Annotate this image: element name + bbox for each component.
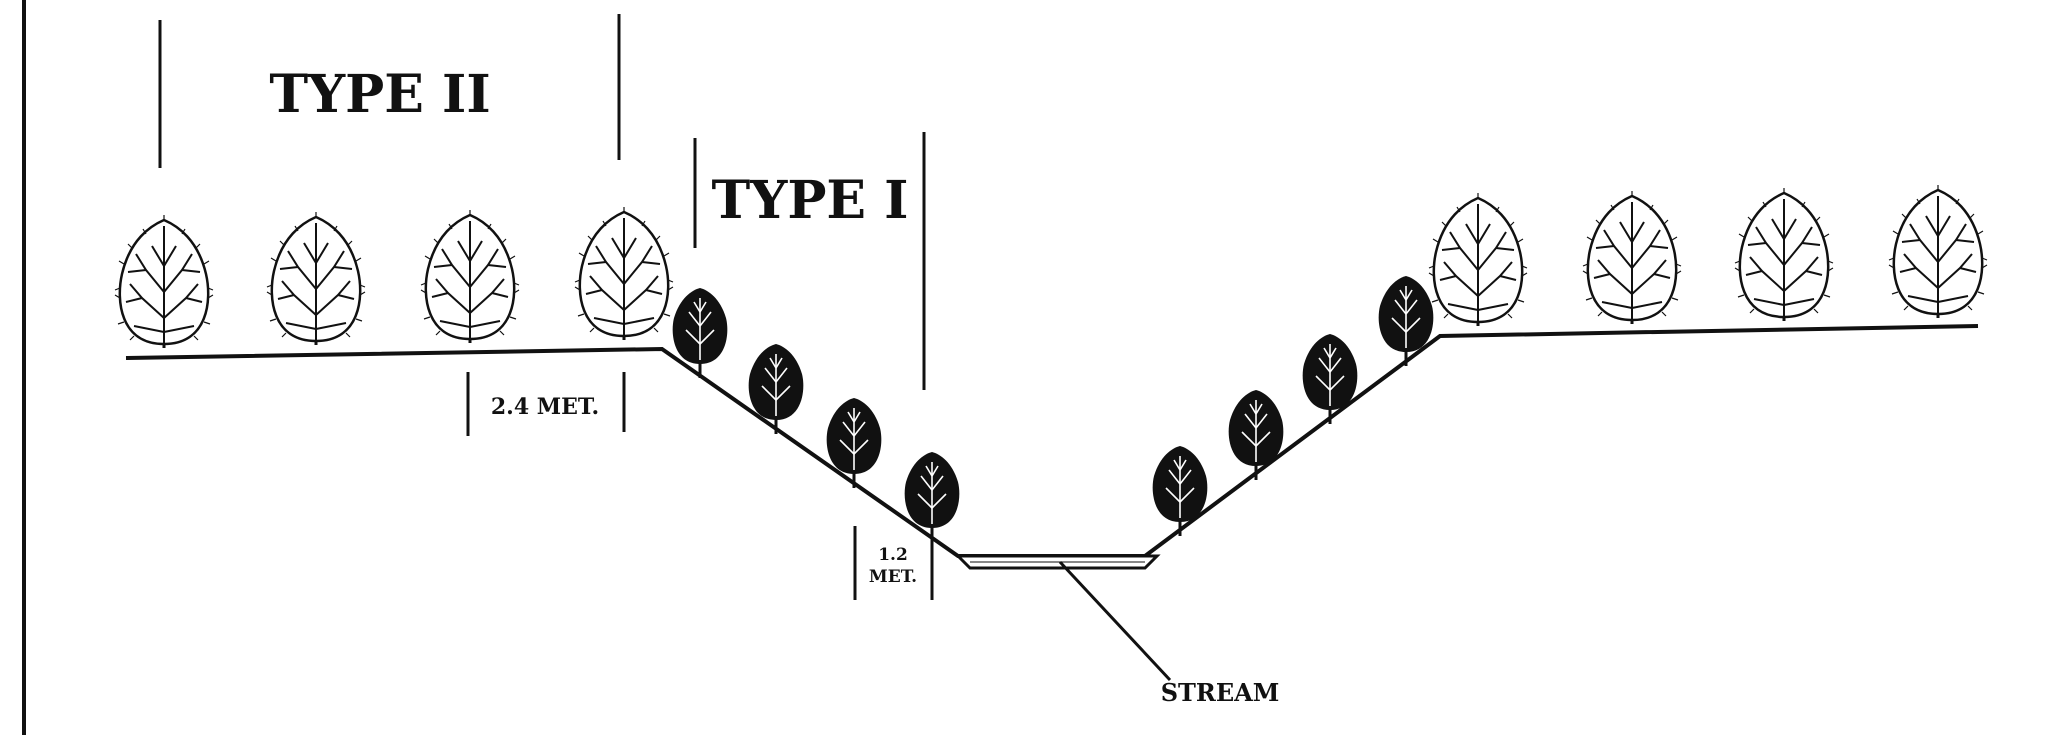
shrub-tree-icon (747, 342, 805, 436)
shrub-tree-icon (903, 450, 961, 544)
width-type-i-label-line2: MET. (869, 567, 917, 587)
shrub-tree-icon (1377, 274, 1435, 368)
type-i-label: TYPE I (712, 170, 909, 231)
shrub-tree-icon (1301, 332, 1359, 426)
shrub-tree-icon (1151, 444, 1209, 538)
stream-label: STREAM (1161, 678, 1280, 707)
deciduous-tree-icon (1427, 191, 1529, 328)
deciduous-tree-icon (573, 205, 675, 342)
deciduous-tree-icon (113, 213, 215, 350)
stream-leader-line (1058, 560, 1172, 682)
deciduous-tree-icon (419, 208, 521, 345)
deciduous-tree-icon (265, 210, 367, 347)
shrub-tree-icon (825, 396, 883, 490)
type-ii-label: TYPE II (269, 64, 490, 125)
shrub-tree-icon (1227, 388, 1285, 482)
width-type-i-label-line1: 1.2 (878, 545, 908, 565)
deciduous-tree-icon (1733, 186, 1835, 323)
width-type-ii-label: 2.4 MET. (491, 394, 599, 420)
deciduous-tree-icon (1887, 183, 1989, 320)
ground-profile (125, 324, 1979, 558)
deciduous-tree-icon (1581, 189, 1683, 326)
